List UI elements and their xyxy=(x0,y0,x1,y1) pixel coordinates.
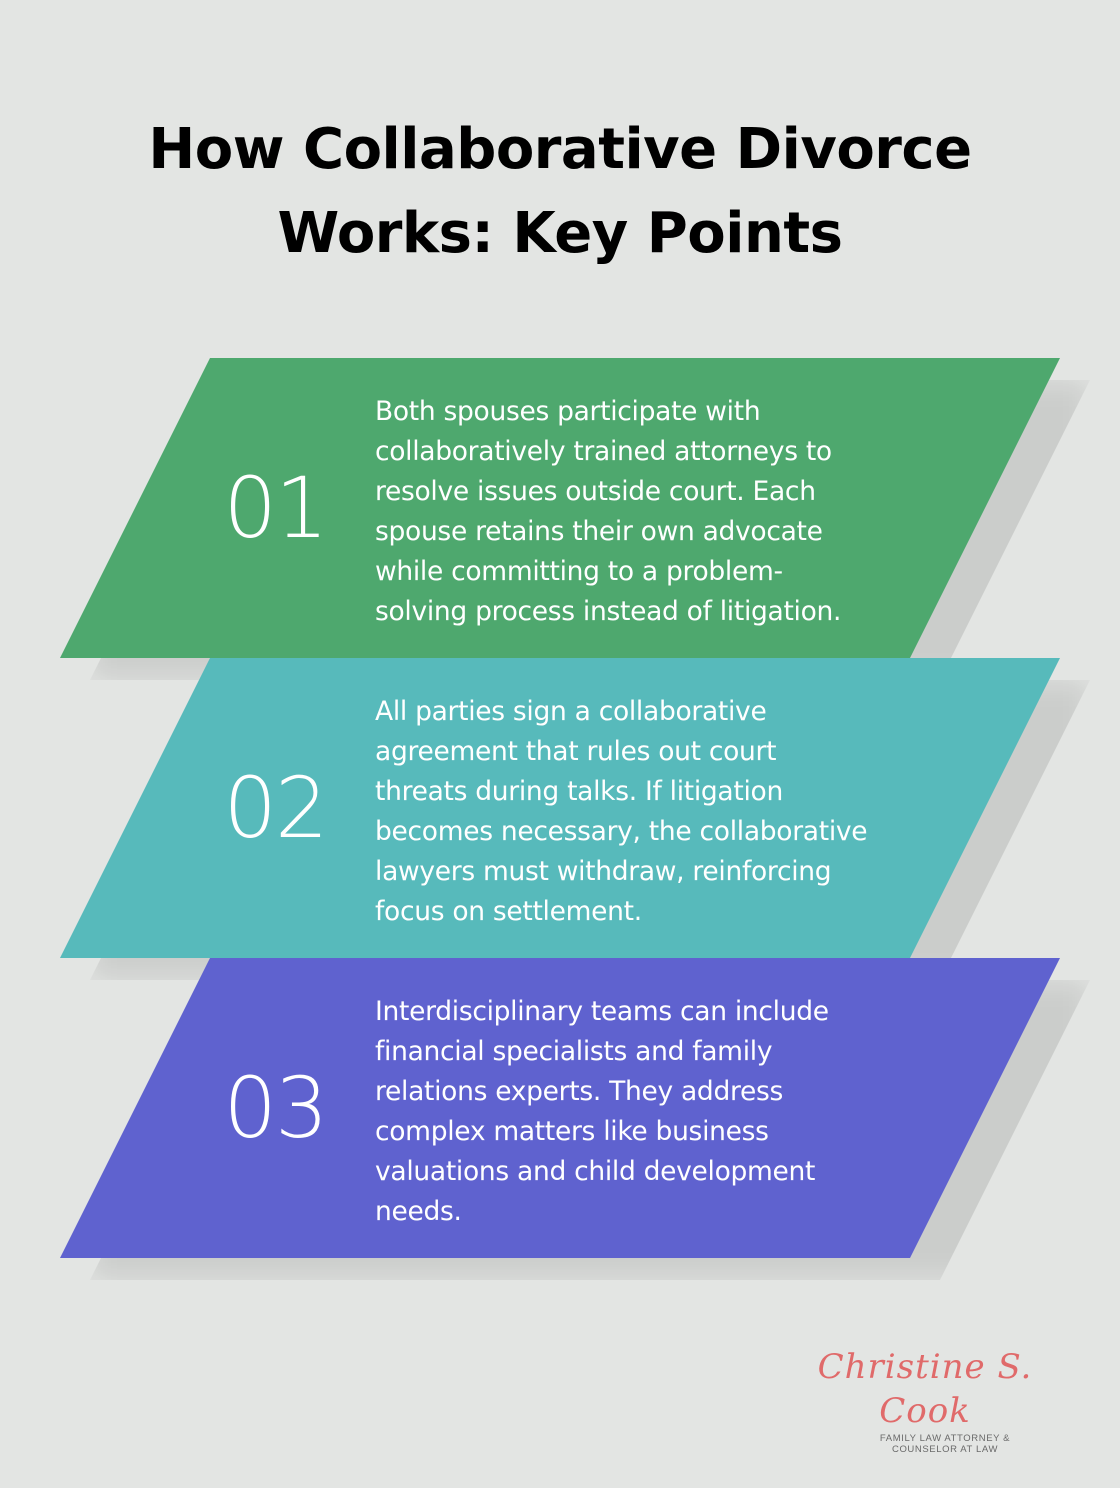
logo-subtitle-line-1: FAMILY LAW ATTORNEY & xyxy=(879,1433,1011,1444)
card-3-background xyxy=(60,958,1060,1258)
logo-subtitle-line-2: COUNSELOR AT LAW xyxy=(891,1444,999,1455)
card-2-number: 02 xyxy=(223,759,329,857)
card-1-background xyxy=(60,358,1060,658)
key-point-card-3: 03 Interdisciplinary teams can include f… xyxy=(60,958,1090,1280)
page-title: How Collaborative Divorce Works: Key Poi… xyxy=(0,108,1120,276)
card-1-text: Both spouses participate with collaborat… xyxy=(375,396,842,627)
card-2-background xyxy=(60,658,1060,958)
card-3-number: 03 xyxy=(223,1059,329,1157)
key-point-card-1: 01 Both spouses participate with collabo… xyxy=(60,358,1090,680)
logo-name: Christine S. Cook xyxy=(817,1347,1033,1431)
page-title-line-2: Works: Key Points xyxy=(277,201,843,266)
key-point-card-2: 02 All parties sign a collaborative agre… xyxy=(60,658,1090,980)
card-2-text: All parties sign a collaborative agreeme… xyxy=(375,696,868,927)
card-1-number: 01 xyxy=(223,459,329,557)
page-title-line-1: How Collaborative Divorce xyxy=(148,117,972,182)
brand-logo: Christine S. Cook FAMILY LAW ATTORNEY & … xyxy=(790,1345,1060,1455)
card-3-text: Interdisciplinary teams can include fina… xyxy=(375,996,829,1227)
